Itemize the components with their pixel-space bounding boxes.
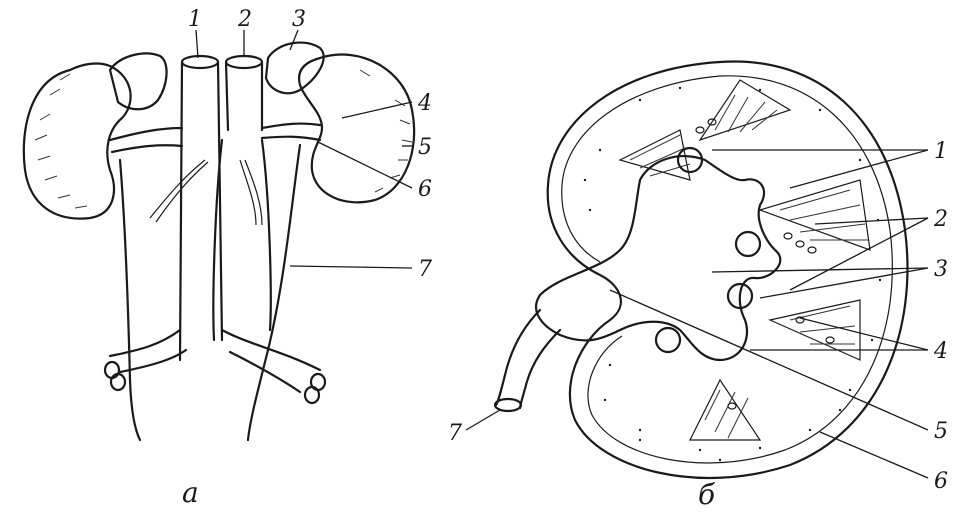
fig-a-label-1: 1 xyxy=(188,7,202,32)
right-renal-vessels xyxy=(262,124,320,140)
fig-a-caption: а xyxy=(182,476,199,509)
figure-b: 1 2 3 4 5 6 7 б xyxy=(448,61,948,511)
ureter xyxy=(496,310,560,408)
renal-cortex xyxy=(584,87,881,461)
renal-pelvis xyxy=(536,156,780,360)
fig-a-label-7: 7 xyxy=(418,257,432,282)
fig-a-label-6: 6 xyxy=(418,177,432,202)
left-ureter xyxy=(120,160,140,440)
minor-calyx xyxy=(736,232,760,256)
left-renal-vessels xyxy=(110,128,182,152)
figure-a: 1 2 3 4 5 6 7 а xyxy=(24,7,432,509)
ureter-lumen xyxy=(495,399,521,411)
fig-b-caption: б xyxy=(698,478,716,511)
minor-calyx xyxy=(656,328,680,352)
fig-b-label-5: 5 xyxy=(934,419,948,444)
fig-b-label-7: 7 xyxy=(448,421,462,446)
fig-b-label-1: 1 xyxy=(934,139,948,164)
left-adrenal-gland xyxy=(110,54,167,110)
renal-pyramids xyxy=(620,80,870,440)
fig-a-label-4: 4 xyxy=(417,91,432,116)
fig-b-label-6: 6 xyxy=(934,469,948,494)
fig-b-label-4: 4 xyxy=(933,339,948,364)
fig-a-label-3: 3 xyxy=(292,7,306,32)
fig-b-label-2: 2 xyxy=(933,207,948,232)
fig-a-label-5: 5 xyxy=(418,135,432,160)
iliac-vessels xyxy=(105,330,325,403)
right-adrenal-gland xyxy=(266,43,324,94)
fig-b-label-3: 3 xyxy=(934,257,948,282)
minor-calyx xyxy=(678,148,702,172)
fig-a-label-2: 2 xyxy=(237,7,252,32)
